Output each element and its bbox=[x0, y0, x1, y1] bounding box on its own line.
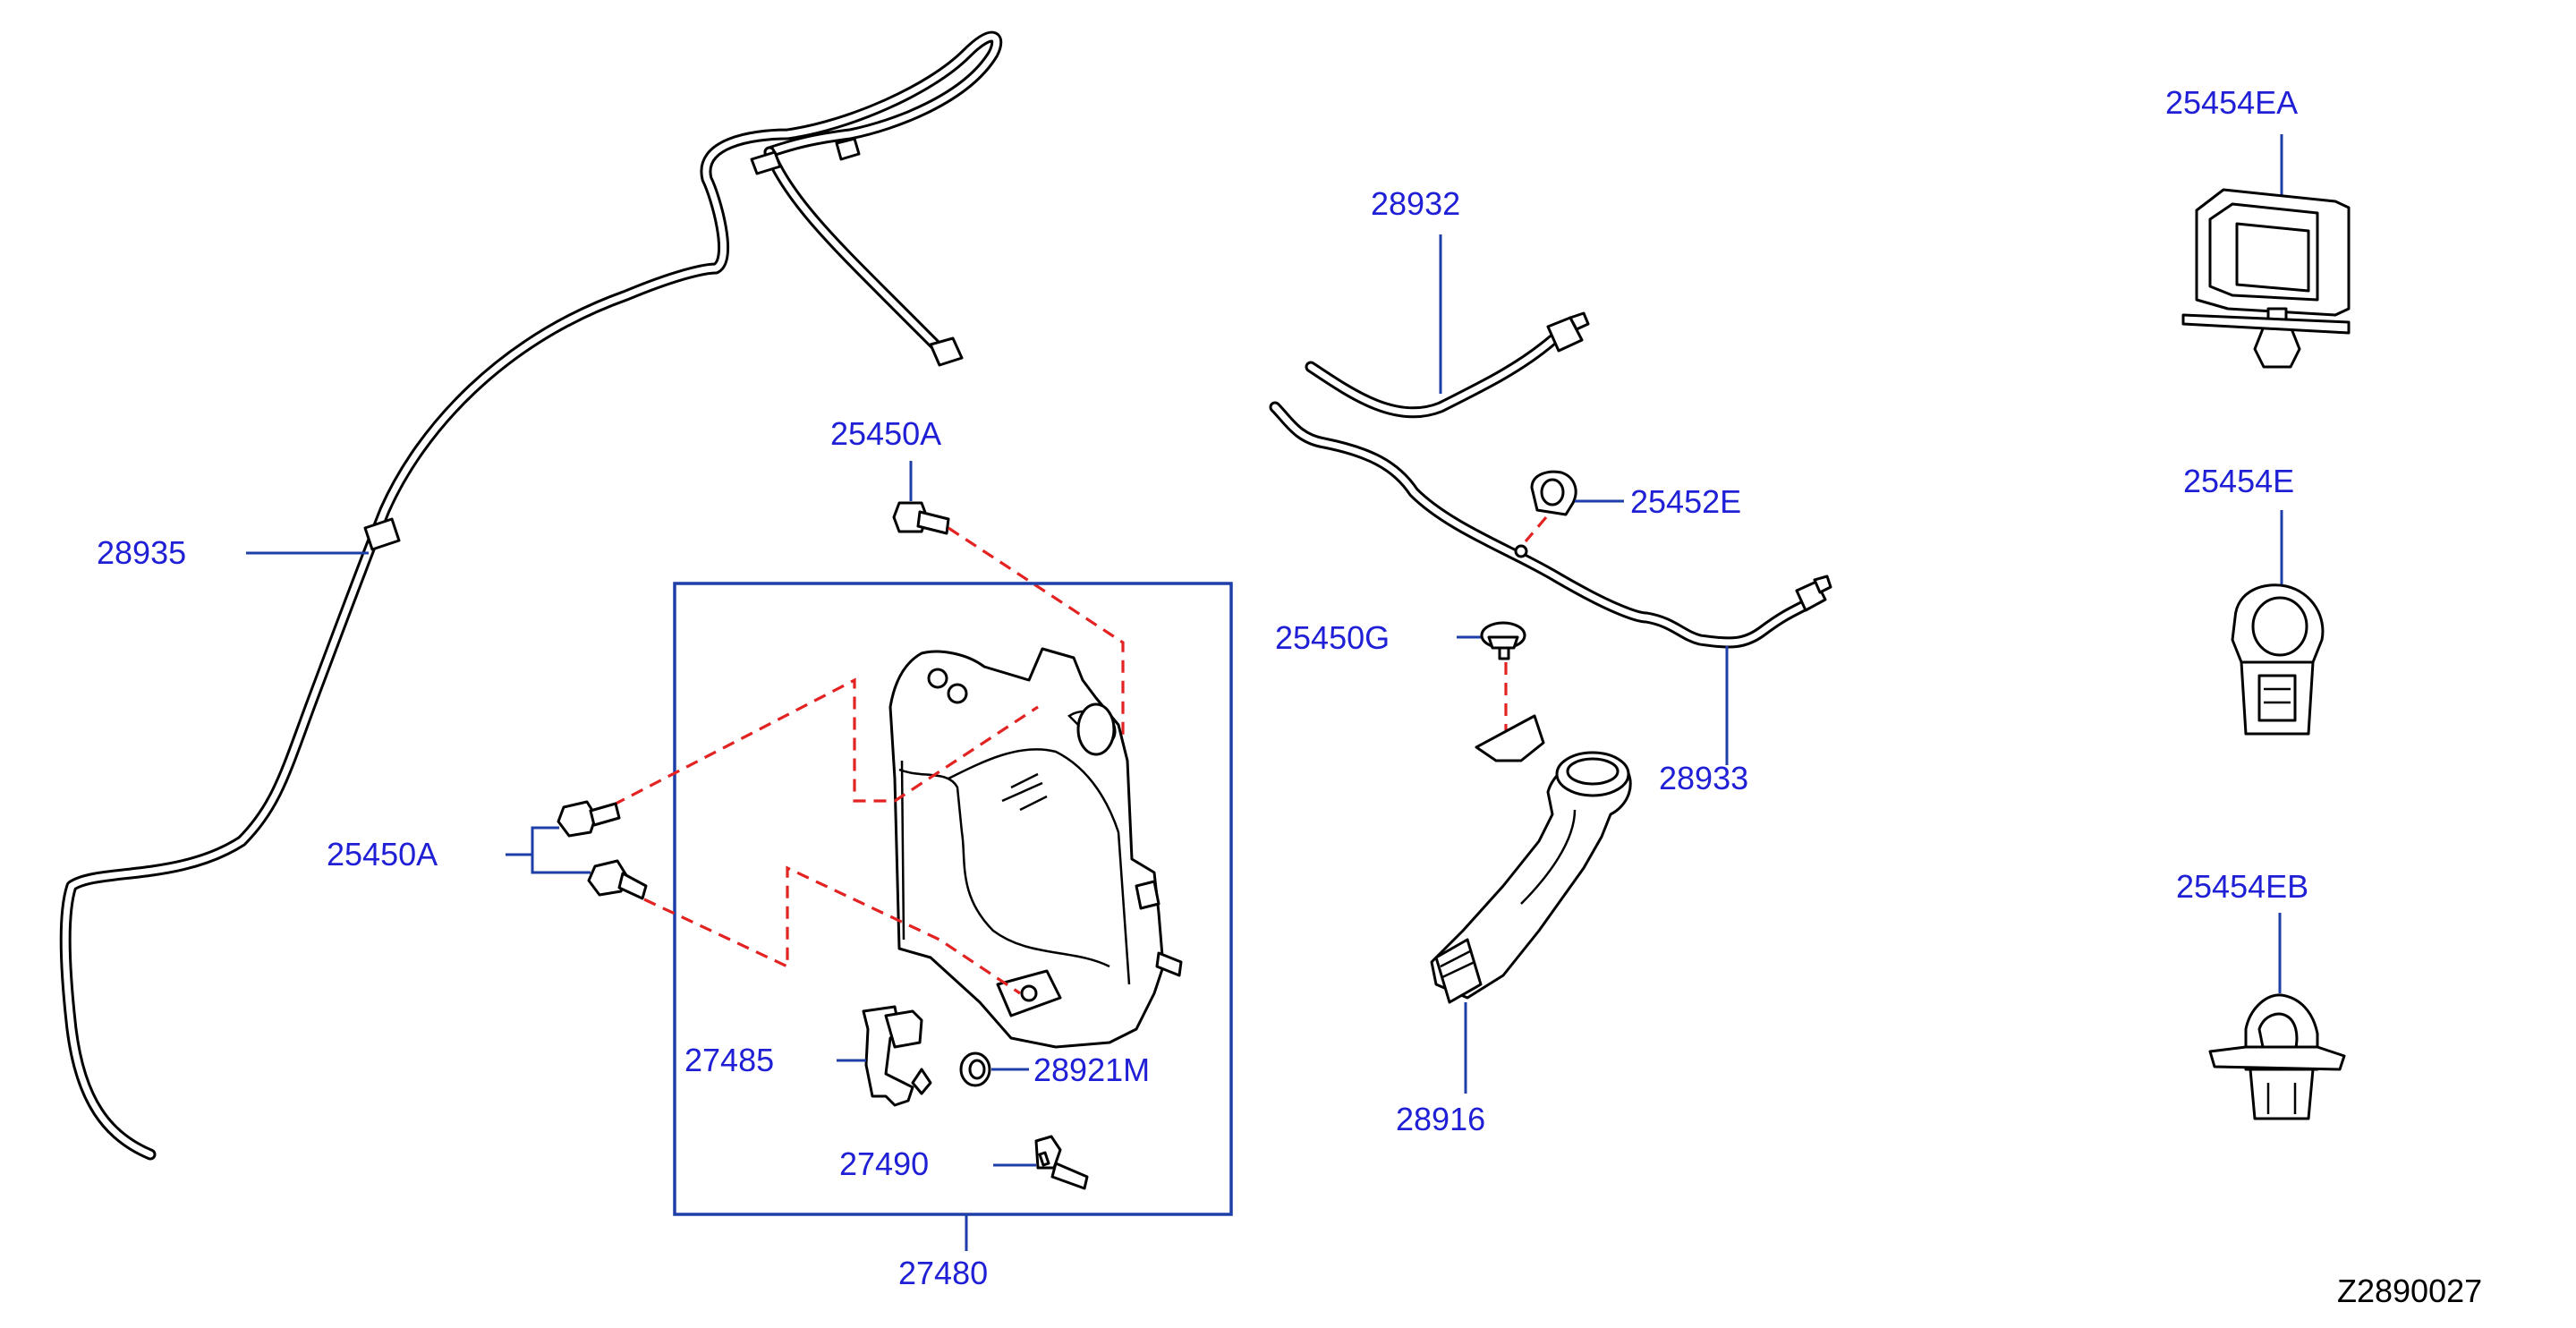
label-28921m: 28921M bbox=[1033, 1051, 1150, 1088]
label-25454eb: 25454EB bbox=[2176, 868, 2308, 905]
tank-assembly-frame bbox=[673, 582, 1233, 1216]
seal-28921m bbox=[959, 1051, 1029, 1087]
label-28916: 28916 bbox=[1396, 1101, 1485, 1137]
diagram-code: Z2890027 bbox=[2337, 1273, 2482, 1309]
dash-bolt-upper bbox=[594, 677, 1039, 816]
bolt-25450a-left-pair bbox=[506, 800, 648, 900]
washer-hose-28933 bbox=[1269, 401, 1832, 765]
label-25454e: 25454E bbox=[2183, 463, 2294, 499]
dash-bolt-lower bbox=[643, 865, 1021, 995]
washer-tank bbox=[888, 647, 1183, 1049]
washer-pump-27485 bbox=[837, 1005, 932, 1107]
label-25450a-left: 25450A bbox=[327, 836, 438, 873]
hose-clip-25454eb bbox=[2208, 913, 2346, 1120]
hose-clip-25454e bbox=[2231, 510, 2325, 736]
label-25452e: 25452E bbox=[1630, 483, 1741, 520]
label-27480: 27480 bbox=[898, 1255, 988, 1291]
label-25450g: 25450G bbox=[1275, 619, 1390, 656]
filler-neck-28916 bbox=[1430, 714, 1632, 1094]
label-25454ea: 25454EA bbox=[2165, 84, 2298, 121]
washer-hose-28932 bbox=[1305, 234, 1590, 419]
hose-clip-25454ea bbox=[2181, 134, 2351, 369]
label-27490: 27490 bbox=[839, 1145, 929, 1182]
hose-clip-25452e bbox=[1524, 470, 1624, 543]
washer-hose-28935 bbox=[59, 30, 1003, 1161]
label-28935: 28935 bbox=[97, 534, 186, 571]
grommet-25450g bbox=[1457, 621, 1526, 747]
label-27485: 27485 bbox=[684, 1042, 774, 1078]
level-sensor-27490 bbox=[993, 1135, 1089, 1190]
label-28932: 28932 bbox=[1371, 185, 1460, 222]
label-25450a-top: 25450A bbox=[830, 415, 941, 452]
label-28933: 28933 bbox=[1659, 760, 1748, 796]
